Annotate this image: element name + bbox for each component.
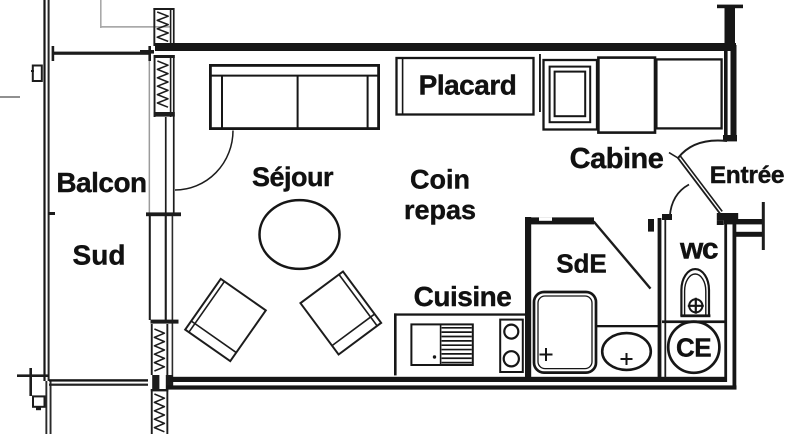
- svg-text:Placard: Placard: [419, 70, 517, 101]
- svg-text:CE: CE: [676, 333, 711, 363]
- svg-text:Cuisine: Cuisine: [414, 281, 512, 312]
- svg-text:repas: repas: [404, 195, 476, 225]
- svg-text:Coin: Coin: [410, 165, 470, 195]
- svg-text:SdE: SdE: [556, 248, 607, 278]
- svg-text:Séjour: Séjour: [252, 162, 334, 192]
- svg-text:Entrée: Entrée: [710, 162, 784, 189]
- svg-text:wc: wc: [679, 233, 718, 266]
- svg-text:Cabine: Cabine: [570, 143, 664, 175]
- svg-text:Sud: Sud: [73, 240, 126, 271]
- svg-text:Balcon: Balcon: [56, 167, 146, 198]
